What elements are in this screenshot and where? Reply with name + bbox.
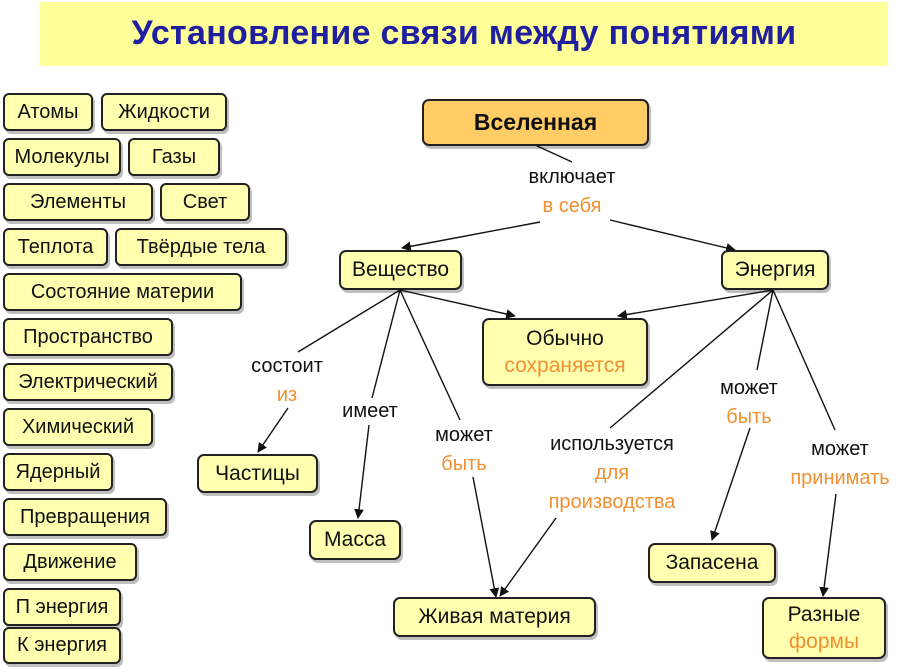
term-label: Химический bbox=[21, 415, 135, 438]
node-forms[interactable]: Разные формы bbox=[762, 597, 886, 659]
term-tile[interactable]: Превращения bbox=[3, 498, 167, 536]
link-label-has: имеет bbox=[342, 397, 398, 426]
link-label-used: используется для производства bbox=[549, 430, 676, 517]
term-label: Молекулы bbox=[14, 145, 110, 168]
node-matter[interactable]: Вещество bbox=[339, 250, 462, 290]
term-tile[interactable]: Элементы bbox=[3, 183, 153, 221]
term-tile[interactable]: П энергия bbox=[3, 588, 121, 626]
term-label: Жидкости bbox=[118, 100, 210, 123]
node-universe[interactable]: Вселенная bbox=[422, 99, 649, 146]
node-conserved-line2: сохраняется bbox=[504, 354, 626, 377]
link-label-take: может принимать bbox=[790, 435, 889, 493]
edge-label-energy bbox=[609, 219, 736, 253]
edge-label-matter bbox=[401, 221, 541, 252]
edge-canbe-living bbox=[472, 476, 500, 598]
term-tile[interactable]: Электрический bbox=[3, 363, 173, 401]
term-label: Твёрдые тела bbox=[136, 235, 266, 258]
term-label: Состояние материи bbox=[30, 280, 215, 303]
edge-has-mass bbox=[354, 424, 370, 519]
term-tile[interactable]: Химический bbox=[3, 408, 153, 446]
link-label-includes-line2: в себя bbox=[542, 195, 602, 217]
term-tile[interactable]: Теплота bbox=[3, 228, 108, 266]
link-label-canbe-matter: может быть bbox=[435, 421, 493, 479]
edge-matter-conserved bbox=[399, 289, 516, 319]
link-label-canbe-energy: может быть bbox=[720, 374, 778, 432]
term-tile[interactable]: Жидкости bbox=[101, 93, 227, 131]
edge-take-forms bbox=[819, 493, 837, 597]
link-label-take-line2: принимать bbox=[790, 467, 890, 489]
term-label: К энергия bbox=[17, 634, 107, 656]
edge-matter-consists bbox=[297, 289, 401, 353]
node-matter-label: Вещество bbox=[351, 258, 450, 282]
link-label-take-line1: может bbox=[811, 438, 869, 460]
term-tile[interactable]: Движение bbox=[3, 543, 137, 581]
edge-consists-particles bbox=[257, 407, 289, 453]
term-tile[interactable]: К энергия bbox=[3, 627, 121, 664]
link-label-canbe-matter-line1: может bbox=[435, 424, 493, 446]
node-forms-line2: формы bbox=[788, 630, 860, 653]
edge-energy-take bbox=[772, 289, 836, 431]
term-label: Газы bbox=[151, 145, 197, 168]
link-label-canbe-matter-line2: быть bbox=[441, 453, 487, 475]
node-mass[interactable]: Масса bbox=[309, 520, 401, 560]
term-label: Движение bbox=[23, 550, 117, 573]
term-tile[interactable]: Газы bbox=[128, 138, 220, 176]
node-universe-label: Вселенная bbox=[473, 108, 598, 135]
link-label-has-line1: имеет bbox=[342, 400, 398, 422]
link-label-used-line2: для bbox=[594, 462, 630, 484]
edge-energy-canbe bbox=[756, 289, 774, 371]
link-label-canbe-energy-line2: быть bbox=[726, 406, 772, 428]
term-label: П энергия bbox=[15, 595, 109, 618]
node-stored-label: Запасена bbox=[665, 551, 759, 575]
term-tile[interactable]: Ядерный bbox=[3, 453, 113, 491]
term-tile[interactable]: Молекулы bbox=[3, 138, 121, 176]
node-energy[interactable]: Энергия bbox=[721, 250, 829, 290]
link-label-used-line3: производства bbox=[548, 491, 676, 513]
node-conserved-line1: Обычно bbox=[526, 326, 604, 350]
node-living-matter-label: Живая материя bbox=[418, 605, 571, 629]
term-label: Теплота bbox=[17, 235, 94, 258]
page-title: Установление связи между понятиями bbox=[131, 14, 797, 52]
edge-matter-has bbox=[371, 289, 401, 399]
edge-used-living bbox=[499, 517, 557, 597]
term-tile[interactable]: Состояние материи bbox=[3, 273, 242, 311]
term-tile[interactable]: Свет bbox=[160, 183, 250, 221]
node-energy-label: Энергия bbox=[734, 258, 816, 282]
term-label: Электрический bbox=[18, 370, 158, 393]
title-banner: Установление связи между понятиями bbox=[40, 2, 888, 66]
term-label: Свет bbox=[182, 190, 228, 213]
node-particles-label: Частицы bbox=[215, 461, 300, 485]
edge-energy-used bbox=[609, 289, 774, 429]
term-label: Превращения bbox=[20, 505, 150, 528]
link-label-consists-line1: состоит bbox=[251, 355, 323, 377]
node-forms-line1: Разные bbox=[787, 602, 861, 626]
link-label-includes-line1: включает bbox=[528, 166, 616, 188]
node-conserved[interactable]: Обычно сохраняется bbox=[482, 318, 648, 386]
term-label: Ядерный bbox=[15, 460, 101, 483]
edge-matter-canbe bbox=[399, 289, 461, 421]
link-label-canbe-energy-line1: может bbox=[720, 377, 778, 399]
link-label-includes: включает в себя bbox=[529, 163, 616, 221]
term-label: Пространство bbox=[23, 325, 153, 348]
node-stored[interactable]: Запасена bbox=[648, 543, 776, 583]
link-label-used-line1: используется bbox=[550, 433, 674, 455]
term-tile[interactable]: Твёрдые тела bbox=[115, 228, 287, 266]
term-tile[interactable]: Атомы bbox=[3, 93, 93, 131]
node-particles[interactable]: Частицы bbox=[197, 454, 318, 493]
term-label: Атомы bbox=[17, 100, 79, 123]
link-label-consists: состоит из bbox=[251, 352, 323, 410]
edge-universe-label bbox=[534, 144, 573, 163]
term-label: Элементы bbox=[30, 190, 126, 213]
node-living-matter[interactable]: Живая материя bbox=[393, 597, 596, 637]
term-tile[interactable]: Пространство bbox=[3, 318, 173, 356]
link-label-consists-line2: из bbox=[276, 384, 298, 406]
edge-canbe-stored bbox=[710, 427, 751, 541]
node-mass-label: Масса bbox=[323, 528, 387, 552]
edge-energy-conserved bbox=[617, 289, 774, 320]
